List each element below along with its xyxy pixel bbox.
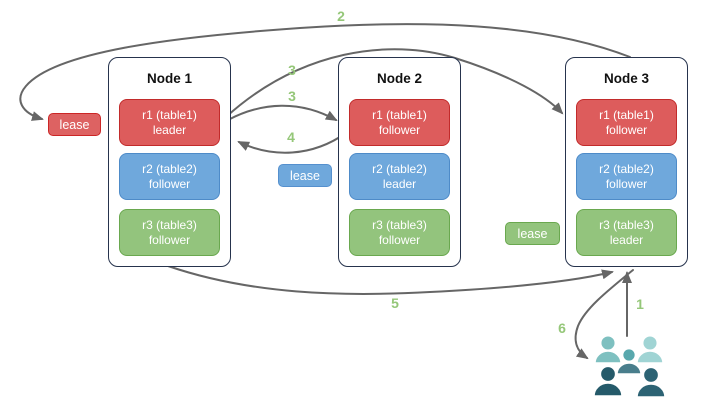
node-1-range-r2: r2 (table2) follower: [119, 153, 220, 200]
range-role: follower: [378, 122, 421, 137]
range-id: r2 (table2): [372, 161, 427, 176]
step-label-2: 2: [337, 8, 345, 24]
range-role: follower: [605, 122, 648, 137]
node-2-range-r2: r2 (table2) leader: [349, 153, 450, 200]
arrow-step-5: [167, 265, 614, 295]
node-1: Node 1 r1 (table1) leader r2 (table2) fo…: [108, 57, 231, 267]
node-3-range-r3: r3 (table3) leader: [576, 209, 677, 256]
range-role: follower: [378, 232, 421, 247]
step-label-4: 4: [287, 129, 295, 145]
range-id: r2 (table2): [142, 161, 197, 176]
step-label-1: 1: [636, 296, 644, 312]
node-3: Node 3 r1 (table1) follower r2 (table2) …: [565, 57, 688, 267]
range-id: r3 (table3): [372, 217, 427, 232]
arrow-step-2: [19, 23, 631, 121]
people-group-icon: [593, 334, 666, 398]
range-id: r3 (table3): [599, 217, 654, 232]
range-role: follower: [148, 232, 191, 247]
range-role: leader: [382, 176, 417, 191]
range-role: follower: [605, 176, 648, 191]
range-id: r1 (table1): [142, 107, 197, 122]
range-id: r1 (table1): [372, 107, 427, 122]
node-2-title: Node 2: [376, 71, 422, 86]
node-3-title: Node 3: [603, 71, 649, 86]
range-id: r1 (table1): [599, 107, 654, 122]
step-label-3a: 3: [288, 62, 296, 78]
range-id: r3 (table3): [142, 217, 197, 232]
step-label-6: 6: [558, 320, 566, 336]
arrow-step-3-to-node2: [227, 104, 338, 121]
arrow-step-6: [574, 269, 634, 360]
node-1-title: Node 1: [146, 71, 192, 86]
node-1-range-r3: r3 (table3) follower: [119, 209, 220, 256]
node-3-range-r1: r1 (table1) follower: [576, 99, 677, 146]
step-label-3b: 3: [288, 88, 296, 104]
range-role: leader: [609, 232, 644, 247]
node-2-range-r1: r1 (table1) follower: [349, 99, 450, 146]
node-2: Node 2 r1 (table1) follower r2 (table2) …: [338, 57, 461, 267]
node-2-range-r3: r3 (table3) follower: [349, 209, 450, 256]
lease-badge-r2: lease: [278, 164, 332, 187]
range-id: r2 (table2): [599, 161, 654, 176]
arrow-step-4: [237, 132, 347, 154]
node-1-range-r1: r1 (table1) leader: [119, 99, 220, 146]
lease-badge-r1: lease: [48, 113, 101, 136]
lease-badge-r3: lease: [505, 222, 560, 245]
node-3-range-r2: r2 (table2) follower: [576, 153, 677, 200]
arrow-step-3-to-node3: [225, 48, 564, 118]
range-role: leader: [152, 122, 187, 137]
range-role: follower: [148, 176, 191, 191]
step-label-5: 5: [391, 295, 399, 311]
